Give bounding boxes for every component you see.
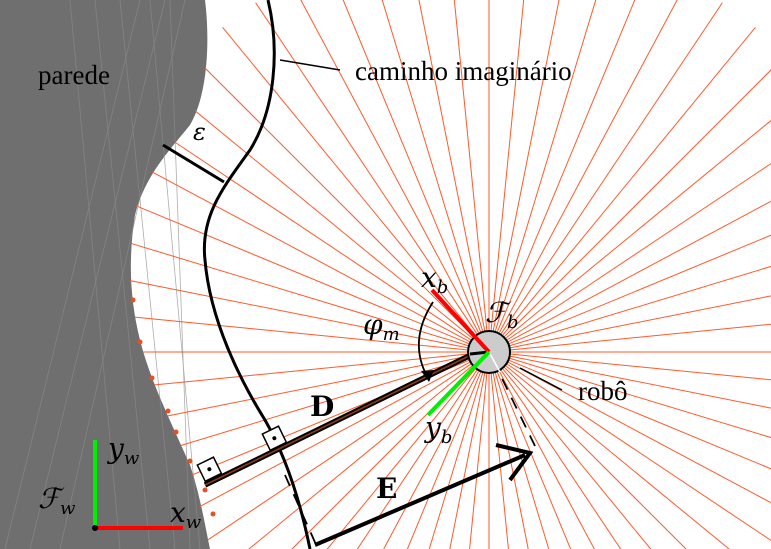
ray-hit-point bbox=[165, 408, 171, 414]
ray-hit-point bbox=[202, 487, 208, 493]
sensor-ray bbox=[356, 370, 478, 549]
wall-region bbox=[0, 0, 210, 549]
world-y-axis-label: yw bbox=[106, 432, 140, 469]
ray-hit-point bbox=[173, 429, 179, 435]
sensor-ray bbox=[469, 373, 488, 549]
sensor-ray bbox=[167, 355, 468, 417]
robot-frame-label: ℱb bbox=[485, 296, 519, 333]
sensor-ray bbox=[248, 365, 473, 549]
sensor-ray bbox=[199, 361, 470, 508]
distance-D-label: D bbox=[310, 390, 334, 423]
epsilon-segment bbox=[162, 143, 225, 184]
sensor-ray bbox=[504, 69, 771, 337]
sensor-ray bbox=[326, 368, 476, 549]
ray-hit-point bbox=[187, 458, 193, 464]
sensor-ray bbox=[194, 110, 473, 339]
sensor-ray bbox=[134, 316, 468, 351]
wall-label: parede bbox=[38, 60, 110, 90]
sensor-ray bbox=[490, 0, 525, 331]
sensor-ray bbox=[129, 280, 468, 349]
robot-y-axis-label: yb bbox=[423, 411, 452, 448]
sensor-ray bbox=[498, 0, 678, 333]
world-origin bbox=[92, 525, 98, 531]
sensor-ray bbox=[418, 0, 486, 331]
sensor-ray bbox=[505, 365, 730, 549]
sensor-ray bbox=[509, 357, 771, 439]
sensor-ray bbox=[490, 373, 509, 549]
sensor-ray bbox=[507, 363, 771, 542]
path-label-leader bbox=[279, 59, 341, 71]
sensor-ray bbox=[494, 0, 597, 332]
robot-x-axis-label: xb bbox=[421, 261, 448, 298]
wall-hatch-lines bbox=[4, 0, 201, 549]
sensor-ray bbox=[154, 353, 468, 386]
sensor-ray bbox=[510, 353, 771, 381]
vector-E-arrow bbox=[314, 443, 534, 547]
sensor-ray bbox=[453, 0, 488, 331]
ray-hit-point bbox=[137, 339, 143, 345]
sensor-ray bbox=[508, 361, 771, 504]
phi-m-label: φm bbox=[363, 308, 400, 345]
sensor-ray bbox=[509, 265, 771, 347]
sensor-ray bbox=[383, 371, 480, 549]
ray-hit-point bbox=[149, 375, 155, 381]
sensor-ray bbox=[342, 0, 482, 332]
dashed-construction-lines bbox=[284, 359, 536, 549]
right-angle-marker-icon bbox=[196, 456, 223, 483]
wall-shape bbox=[0, 0, 210, 549]
sensor-ray bbox=[500, 370, 622, 549]
sensor-ray bbox=[492, 0, 560, 331]
sensor-ray bbox=[509, 234, 771, 345]
sensor-ray bbox=[428, 372, 484, 549]
robot-label-leader bbox=[519, 367, 563, 391]
sensor-ray bbox=[508, 200, 771, 343]
sensor-ray bbox=[509, 359, 771, 470]
sensor-ray bbox=[510, 355, 771, 409]
robot-heading-marker bbox=[469, 350, 490, 356]
imaginary-path-label: caminho imaginário bbox=[355, 56, 572, 86]
sensor-ray bbox=[300, 0, 480, 333]
sensor-ray bbox=[505, 119, 771, 339]
sensor-ray bbox=[174, 141, 471, 341]
sensor-ray bbox=[135, 205, 469, 345]
imaginary-path-curve bbox=[202, 0, 312, 549]
sensor-ray bbox=[510, 323, 771, 351]
phi-angle-arrowhead bbox=[421, 370, 434, 382]
ray-hit-point bbox=[130, 297, 136, 303]
sensor-ray bbox=[222, 27, 476, 336]
sensor-ray bbox=[507, 162, 771, 341]
sensor-ray bbox=[504, 367, 687, 549]
robot-y-axis bbox=[426, 350, 491, 417]
sensor-ray bbox=[381, 0, 484, 332]
sensor-ray bbox=[510, 295, 771, 349]
sensor-ray bbox=[502, 368, 652, 549]
sensor-ray bbox=[255, 2, 478, 334]
vector-E-label: E bbox=[376, 472, 397, 505]
world-x-axis-label: xw bbox=[170, 496, 202, 533]
epsilon-label: ε bbox=[193, 118, 206, 146]
sensor-ray bbox=[449, 373, 486, 549]
sensor-ray bbox=[500, 2, 723, 334]
sensor-ray bbox=[130, 242, 469, 347]
sensor-ray bbox=[496, 0, 636, 332]
ray-hit-point bbox=[210, 511, 216, 517]
robot-label: robô bbox=[578, 376, 628, 406]
sensor-ray bbox=[151, 171, 470, 343]
sensor-ray bbox=[496, 372, 572, 549]
sensor-ray bbox=[180, 357, 469, 446]
sensor-ray bbox=[406, 372, 482, 549]
ray-hit-points bbox=[130, 297, 216, 517]
robot-x-axis bbox=[430, 288, 491, 354]
sensor-ray bbox=[502, 27, 756, 336]
sensor-ray bbox=[207, 363, 471, 541]
sensor-ray bbox=[498, 371, 595, 549]
sensor-ray bbox=[204, 67, 474, 337]
right-angle-marker-icon bbox=[261, 425, 288, 452]
